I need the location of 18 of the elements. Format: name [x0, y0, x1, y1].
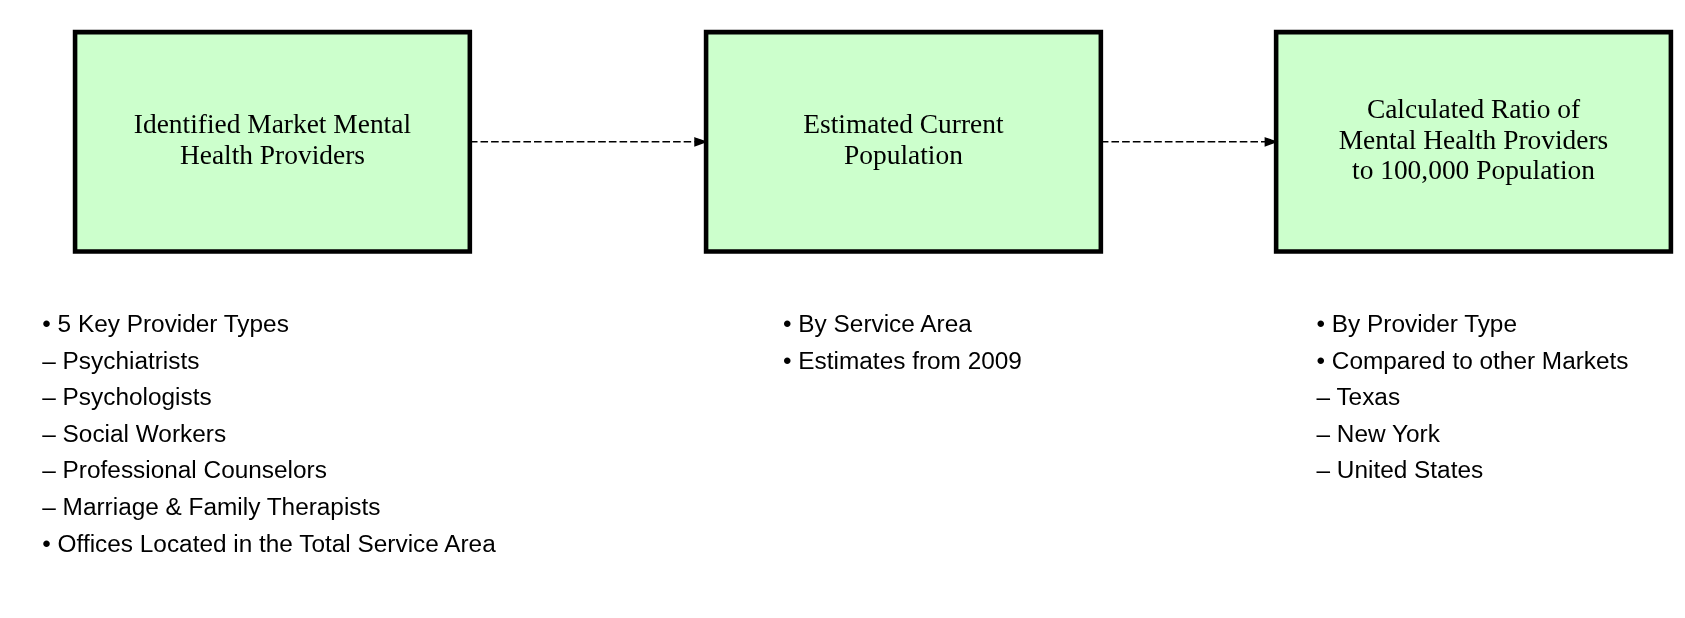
node-label: • By Provider Type	[1316, 309, 1517, 337]
node-label: – Marriage & Family Therapists	[42, 492, 381, 520]
node-label: • By Service Area	[783, 309, 972, 337]
node-label: • Offices Located in the Total Service Area	[42, 529, 496, 557]
node-box: Calculated Ratio of Mental Health Providers to 100,000 Population	[1273, 29, 1674, 254]
node-label: – Psychologists	[42, 382, 212, 410]
node-label: – Texas	[1316, 382, 1401, 410]
node-label: – Psychiatrists	[42, 346, 200, 374]
node-label: – United States	[1316, 455, 1484, 483]
node-label: – Professional Counselors	[42, 455, 327, 483]
node-label: • 5 Key Provider Types	[42, 309, 289, 337]
arrow	[1100, 136, 1279, 147]
node-label: – Social Workers	[42, 419, 227, 447]
node-label: • Estimates from 2009	[783, 346, 1022, 374]
node-box: Identified Market Mental Health Providers	[72, 29, 473, 254]
node-label: • Compared to other Markets	[1316, 346, 1629, 374]
node-label: – New York	[1316, 419, 1440, 447]
node-box: Estimated Current Population	[703, 29, 1104, 254]
